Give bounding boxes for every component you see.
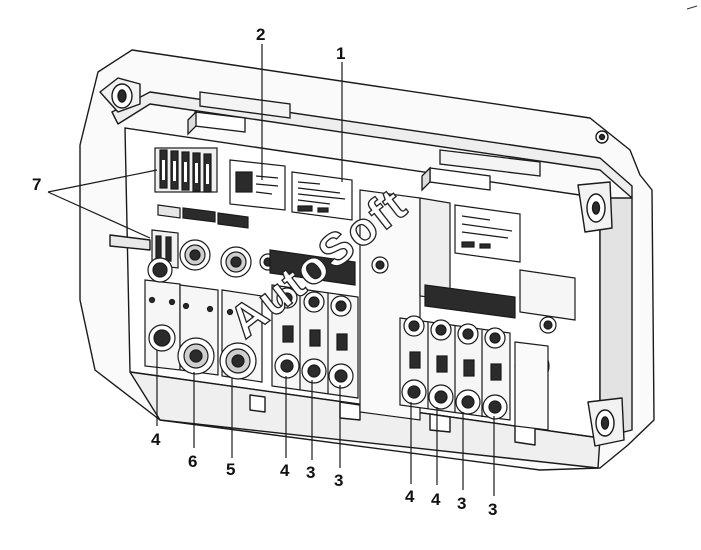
callout-7: 7 bbox=[32, 175, 41, 194]
fuse-icon bbox=[151, 204, 249, 269]
callout-middle-1: 4 bbox=[280, 461, 290, 480]
callout-left-1: 4 bbox=[151, 430, 161, 449]
connector-icon bbox=[147, 239, 277, 380]
callout-1: 1 bbox=[336, 44, 345, 63]
left-module bbox=[144, 147, 353, 383]
leader-lines bbox=[47, 44, 495, 496]
wire-terminal-icon bbox=[154, 147, 218, 193]
callout-middle-2: 3 bbox=[306, 463, 315, 482]
callout-right-3: 3 bbox=[457, 494, 466, 513]
middle-module bbox=[269, 189, 451, 421]
callout-right-4: 3 bbox=[488, 500, 497, 519]
callout-2: 2 bbox=[256, 25, 265, 44]
callout-middle-3: 3 bbox=[334, 471, 343, 490]
module-label bbox=[291, 171, 353, 221]
callout-right-1: 4 bbox=[405, 487, 415, 506]
callouts: 1 2 7 4 6 5 4 3 3 4 4 3 3 bbox=[32, 25, 497, 519]
callout-left-2: 6 bbox=[188, 452, 197, 471]
corner-mark bbox=[686, 5, 698, 10]
right-module bbox=[371, 204, 576, 431]
callout-left-3: 5 bbox=[226, 460, 235, 479]
relay-icon bbox=[229, 159, 286, 211]
top-clips bbox=[187, 91, 541, 192]
callout-right-2: 4 bbox=[431, 490, 441, 509]
